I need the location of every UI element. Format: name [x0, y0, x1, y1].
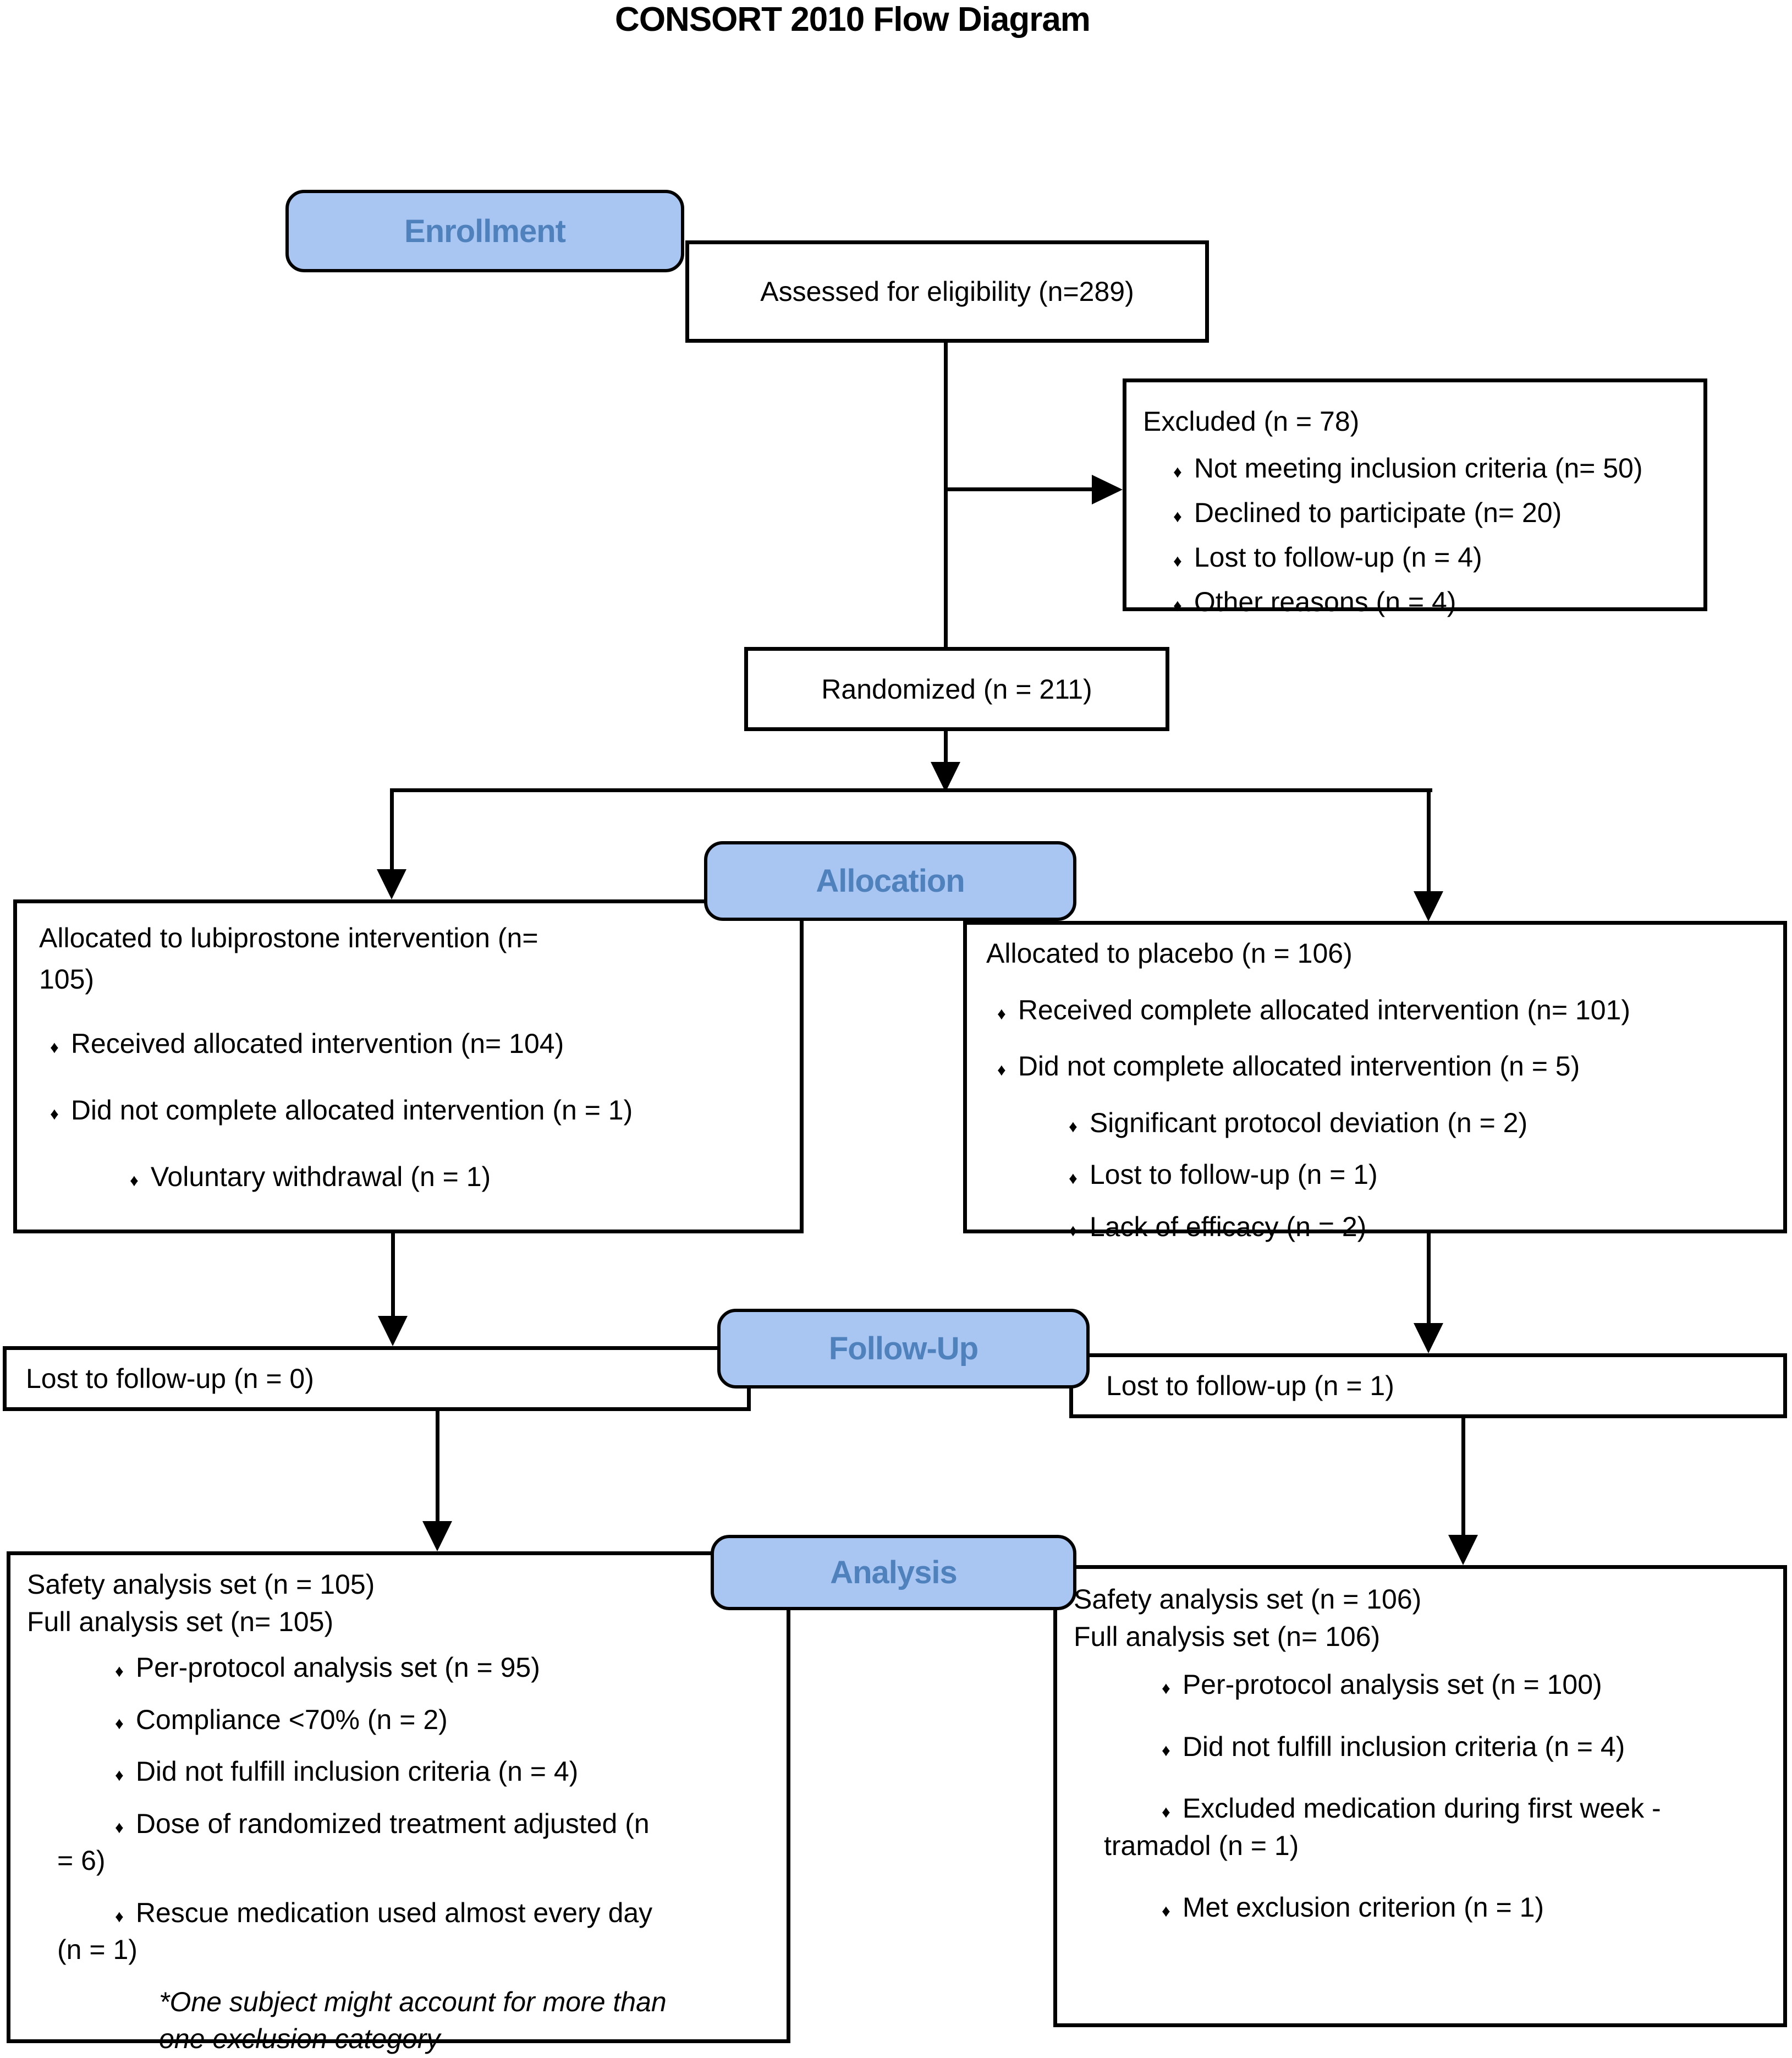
alloc-left-item: ♦Received allocated intervention (n= 104… [50, 1028, 564, 1059]
bullet-diamond-icon: ♦ [130, 1171, 139, 1190]
box-analysis-right: Safety analysis set (n = 106) Full analy… [1053, 1565, 1787, 2027]
arrowhead-branch [931, 762, 960, 792]
bullet-diamond-icon: ♦ [1162, 1802, 1170, 1821]
alloc-right-item: ♦Received complete allocated interventio… [997, 994, 1630, 1025]
arrowhead-alloc-right [1414, 891, 1443, 921]
stage-label-analysis: Analysis [711, 1535, 1076, 1610]
alloc-right-subitem: ♦Significant protocol deviation (n = 2) [1069, 1107, 1528, 1138]
excluded-item: ♦Declined to participate (n= 20) [1173, 497, 1562, 528]
bullet-diamond-icon: ♦ [1173, 462, 1182, 481]
bullet-diamond-icon: ♦ [1162, 1678, 1170, 1698]
alloc-right-subitem: ♦Lack of efficacy (n = 2) [1069, 1211, 1367, 1242]
ana-left-item: ♦Did not fulfill inclusion criteria (n =… [115, 1756, 579, 1787]
stage-label-enrollment-text: Enrollment [404, 213, 566, 249]
alloc-left-item: ♦Did not complete allocated intervention… [50, 1095, 633, 1126]
branch-line [392, 788, 1432, 792]
bullet-diamond-icon: ♦ [1173, 596, 1182, 615]
alloc-left-subitem: ♦Voluntary withdrawal (n = 1) [130, 1161, 491, 1192]
fu-right-text: Lost to follow-up (n = 1) [1106, 1370, 1394, 1401]
line-alloc-left-to-fu [391, 1233, 395, 1316]
line-fu-left-to-analysis [436, 1411, 439, 1522]
box-allocated-lubiprostone: Allocated to lubiprostone intervention (… [13, 899, 804, 1233]
ana-left-full: Full analysis set (n= 105) [27, 1606, 334, 1637]
bullet-diamond-icon: ♦ [115, 1906, 124, 1926]
arrowhead-fu-right [1414, 1323, 1443, 1353]
alloc-right-title: Allocated to placebo (n = 106) [986, 938, 1353, 969]
ana-right-item: ♦Met exclusion criterion (n = 1) [1162, 1892, 1544, 1923]
bullet-diamond-icon: ♦ [1173, 551, 1182, 570]
bullet-diamond-icon: ♦ [115, 1713, 124, 1733]
box-followup-right: Lost to follow-up (n = 1) [1069, 1353, 1787, 1418]
excluded-item: ♦Other reasons (n = 4) [1173, 586, 1456, 617]
excluded-item: ♦Not meeting inclusion criteria (n= 50) [1173, 453, 1643, 484]
ana-right-item: ♦Per-protocol analysis set (n = 100) [1162, 1669, 1602, 1700]
box-randomized: Randomized (n = 211) [744, 647, 1169, 731]
arrowhead-analysis-right [1448, 1535, 1478, 1565]
line-assessed-to-randomized [944, 342, 948, 648]
stage-label-analysis-text: Analysis [830, 1555, 958, 1590]
box-followup-left: Lost to follow-up (n = 0) [3, 1346, 751, 1411]
ana-left-line: Safety analysis set (n = 105) Full analy… [27, 1566, 773, 1640]
assessed-text: Assessed for eligibility (n=289) [760, 276, 1134, 307]
excluded-title: Excluded (n = 78) [1143, 406, 1360, 437]
bullet-diamond-icon: ♦ [1173, 507, 1182, 526]
ana-left-item: ♦Compliance <70% (n = 2) [115, 1704, 448, 1735]
arrowhead-alloc-left [377, 869, 406, 899]
line-to-excluded [946, 487, 1092, 491]
ana-left-item: ♦Rescue medication used almost every day… [57, 1897, 653, 1966]
ana-right-line: Safety analysis set (n = 106) Full analy… [1074, 1581, 1769, 1655]
stage-label-allocation-text: Allocation [816, 863, 965, 899]
arrowhead-excluded [1092, 475, 1123, 504]
excluded-item: ♦Lost to follow-up (n = 4) [1173, 542, 1482, 573]
alloc-right-item: ♦Did not complete allocated intervention… [997, 1051, 1580, 1082]
bullet-diamond-icon: ♦ [115, 1661, 124, 1681]
box-allocated-placebo: Allocated to placebo (n = 106) ♦Received… [963, 921, 1787, 1242]
alloc-left-title: Allocated to lubiprostone intervention (… [39, 923, 538, 995]
bullet-diamond-icon: ♦ [1069, 1220, 1078, 1240]
alloc-right-subitem: ♦Lost to follow-up (n = 1) [1069, 1159, 1378, 1190]
stage-label-followup-text: Follow-Up [828, 1331, 979, 1366]
stage-label-followup: Follow-Up [717, 1309, 1090, 1389]
stage-label-enrollment: Enrollment [285, 190, 684, 272]
bullet-diamond-icon: ♦ [50, 1104, 59, 1123]
line-randomized-to-branch [944, 731, 948, 765]
box-assessed-eligibility: Assessed for eligibility (n=289) [685, 240, 1209, 343]
bullet-diamond-icon: ♦ [115, 1817, 124, 1837]
ana-right-item: ♦Did not fulfill inclusion criteria (n =… [1162, 1731, 1625, 1762]
ana-left-item: ♦Per-protocol analysis set (n = 95) [115, 1652, 540, 1683]
bullet-diamond-icon: ♦ [1069, 1116, 1078, 1136]
box-excluded: Excluded (n = 78) ♦Not meeting inclusion… [1123, 378, 1707, 617]
page-title: CONSORT 2010 Flow Diagram [615, 1, 1091, 39]
box-analysis-left: Safety analysis set (n = 105) Full analy… [7, 1551, 790, 2054]
bullet-diamond-icon: ♦ [1162, 1901, 1170, 1920]
ana-left-item: ♦Dose of randomized treatment adjusted (… [57, 1808, 650, 1876]
bullet-diamond-icon: ♦ [50, 1038, 59, 1057]
line-branch-to-alloc-left [390, 788, 394, 870]
ana-right-safety: Safety analysis set (n = 106) [1074, 1584, 1422, 1615]
line-fu-right-to-analysis [1461, 1418, 1465, 1536]
ana-left-footnote: *One subject might account for more than… [159, 1986, 667, 2055]
arrowhead-analysis-left [422, 1521, 452, 1551]
bullet-diamond-icon: ♦ [115, 1765, 124, 1785]
ana-left-safety: Safety analysis set (n = 105) [27, 1569, 375, 1600]
bullet-diamond-icon: ♦ [1162, 1740, 1170, 1760]
line-branch-to-alloc-right [1427, 788, 1431, 893]
randomized-text: Randomized (n = 211) [821, 673, 1092, 705]
bullet-diamond-icon: ♦ [1069, 1168, 1078, 1188]
bullet-diamond-icon: ♦ [997, 1060, 1006, 1079]
ana-right-item: ♦Excluded medication during first week -… [1104, 1793, 1661, 1861]
bullet-diamond-icon: ♦ [997, 1003, 1006, 1023]
ana-right-full: Full analysis set (n= 106) [1074, 1621, 1381, 1652]
fu-left-text: Lost to follow-up (n = 0) [26, 1363, 314, 1394]
arrowhead-fu-left [378, 1316, 408, 1346]
line-alloc-right-to-fu [1427, 1233, 1431, 1324]
stage-label-allocation: Allocation [704, 841, 1076, 921]
